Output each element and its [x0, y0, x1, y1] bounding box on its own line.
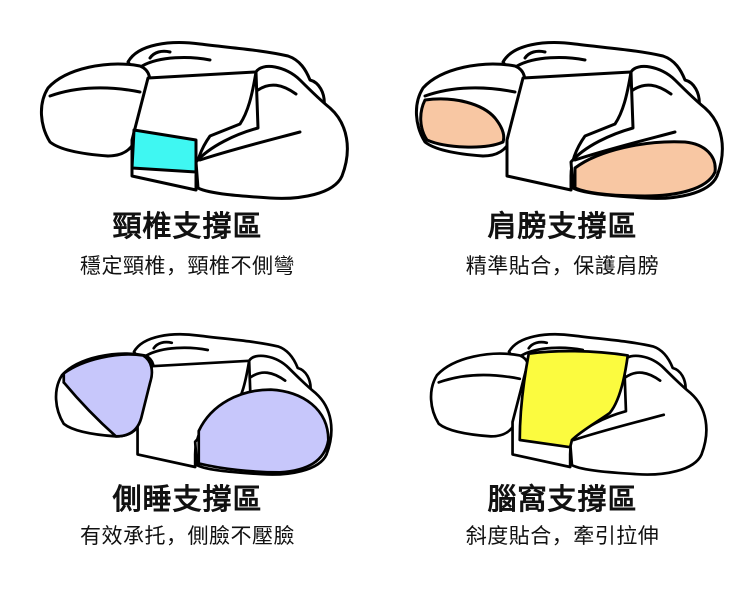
- pillow-illustration: [39, 41, 349, 200]
- panel-desc: 有效承托，側臉不壓臉: [80, 524, 295, 548]
- panel-desc: 斜度貼合，牽引拉伸: [465, 524, 660, 548]
- panel-desc: 精準貼合，保護肩膀: [465, 254, 660, 278]
- panel-occipital-support: 腦窩支撐區 斜度貼合，牽引拉伸: [375, 296, 750, 592]
- neck-highlight: [130, 128, 198, 174]
- panel-side-sleep-support: 側睡支撐區 有效承托，側臉不壓臉: [0, 296, 375, 592]
- pillow-illustration: [414, 41, 724, 200]
- panel-title: 側睡支撐區: [112, 482, 263, 516]
- side-highlight-left: [62, 353, 154, 438]
- panel-title: 肩膀支撐區: [487, 209, 638, 243]
- center-highlight: [518, 349, 630, 449]
- panel-shoulder-support: 肩膀支撐區 精準貼合，保護肩膀: [375, 0, 750, 296]
- side-highlight-right: [197, 388, 330, 474]
- shoulder-highlight-left: [419, 97, 506, 149]
- panel-desc: 穩定頸椎，頸椎不側彎: [80, 254, 295, 278]
- panel-title: 頸椎支撐區: [112, 209, 263, 243]
- pillow-illustration: [429, 332, 708, 476]
- panel-title: 腦窩支撐區: [487, 482, 638, 516]
- pillow-illustration: [54, 332, 333, 476]
- shoulder-highlight-right: [573, 140, 717, 198]
- panel-neck-support: 頸椎支撐區 穩定頸椎，頸椎不側彎: [0, 0, 375, 296]
